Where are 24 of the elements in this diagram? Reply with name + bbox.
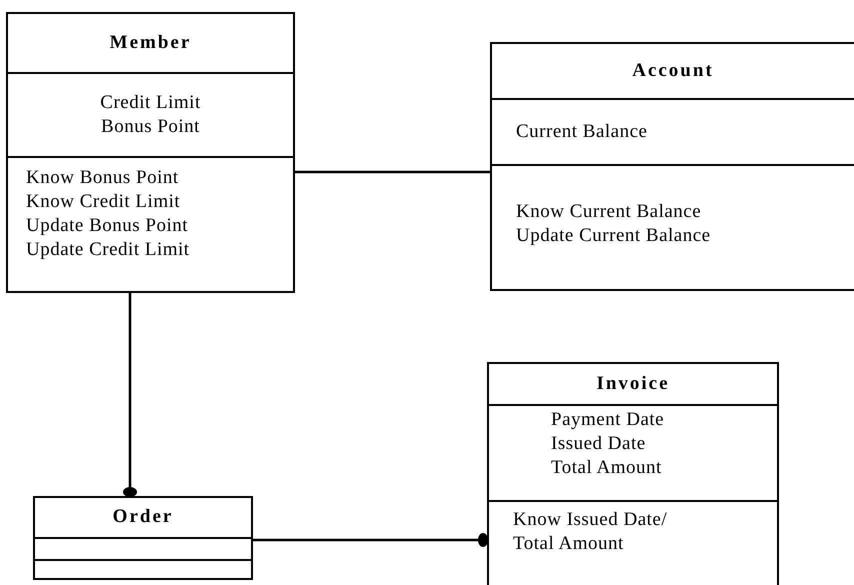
class-name: Order xyxy=(112,505,174,530)
class-member-text: Update Current Balance xyxy=(516,224,711,248)
class-member-text: Total Amount xyxy=(551,456,662,480)
association-line xyxy=(123,293,137,497)
class-box xyxy=(33,496,253,580)
class-name: Invoice xyxy=(596,372,670,396)
class-member-text: Update Credit Limit xyxy=(26,238,190,262)
class-box xyxy=(6,12,295,293)
class-member-text: Credit Limit xyxy=(100,91,201,115)
class-member-text: Current Balance xyxy=(516,120,648,144)
class-member-text: Bonus Point xyxy=(101,115,200,139)
class-box xyxy=(487,362,779,585)
class-name: Member xyxy=(110,30,192,55)
class-box xyxy=(490,42,854,291)
class-member-text: Payment Date xyxy=(551,408,664,432)
class-member-text: Know Issued Date/ Total Amount xyxy=(513,508,668,556)
class-member-text: Know Bonus Point xyxy=(26,166,179,190)
class-name: Account xyxy=(632,58,714,83)
class-member-text: Know Current Balance xyxy=(516,200,702,224)
association-line xyxy=(253,533,488,547)
association-line xyxy=(295,170,490,174)
class-member-text: Issued Date xyxy=(551,432,646,456)
class-member-text: Update Bonus Point xyxy=(26,214,188,238)
class-member-text: Know Credit Limit xyxy=(26,190,180,214)
